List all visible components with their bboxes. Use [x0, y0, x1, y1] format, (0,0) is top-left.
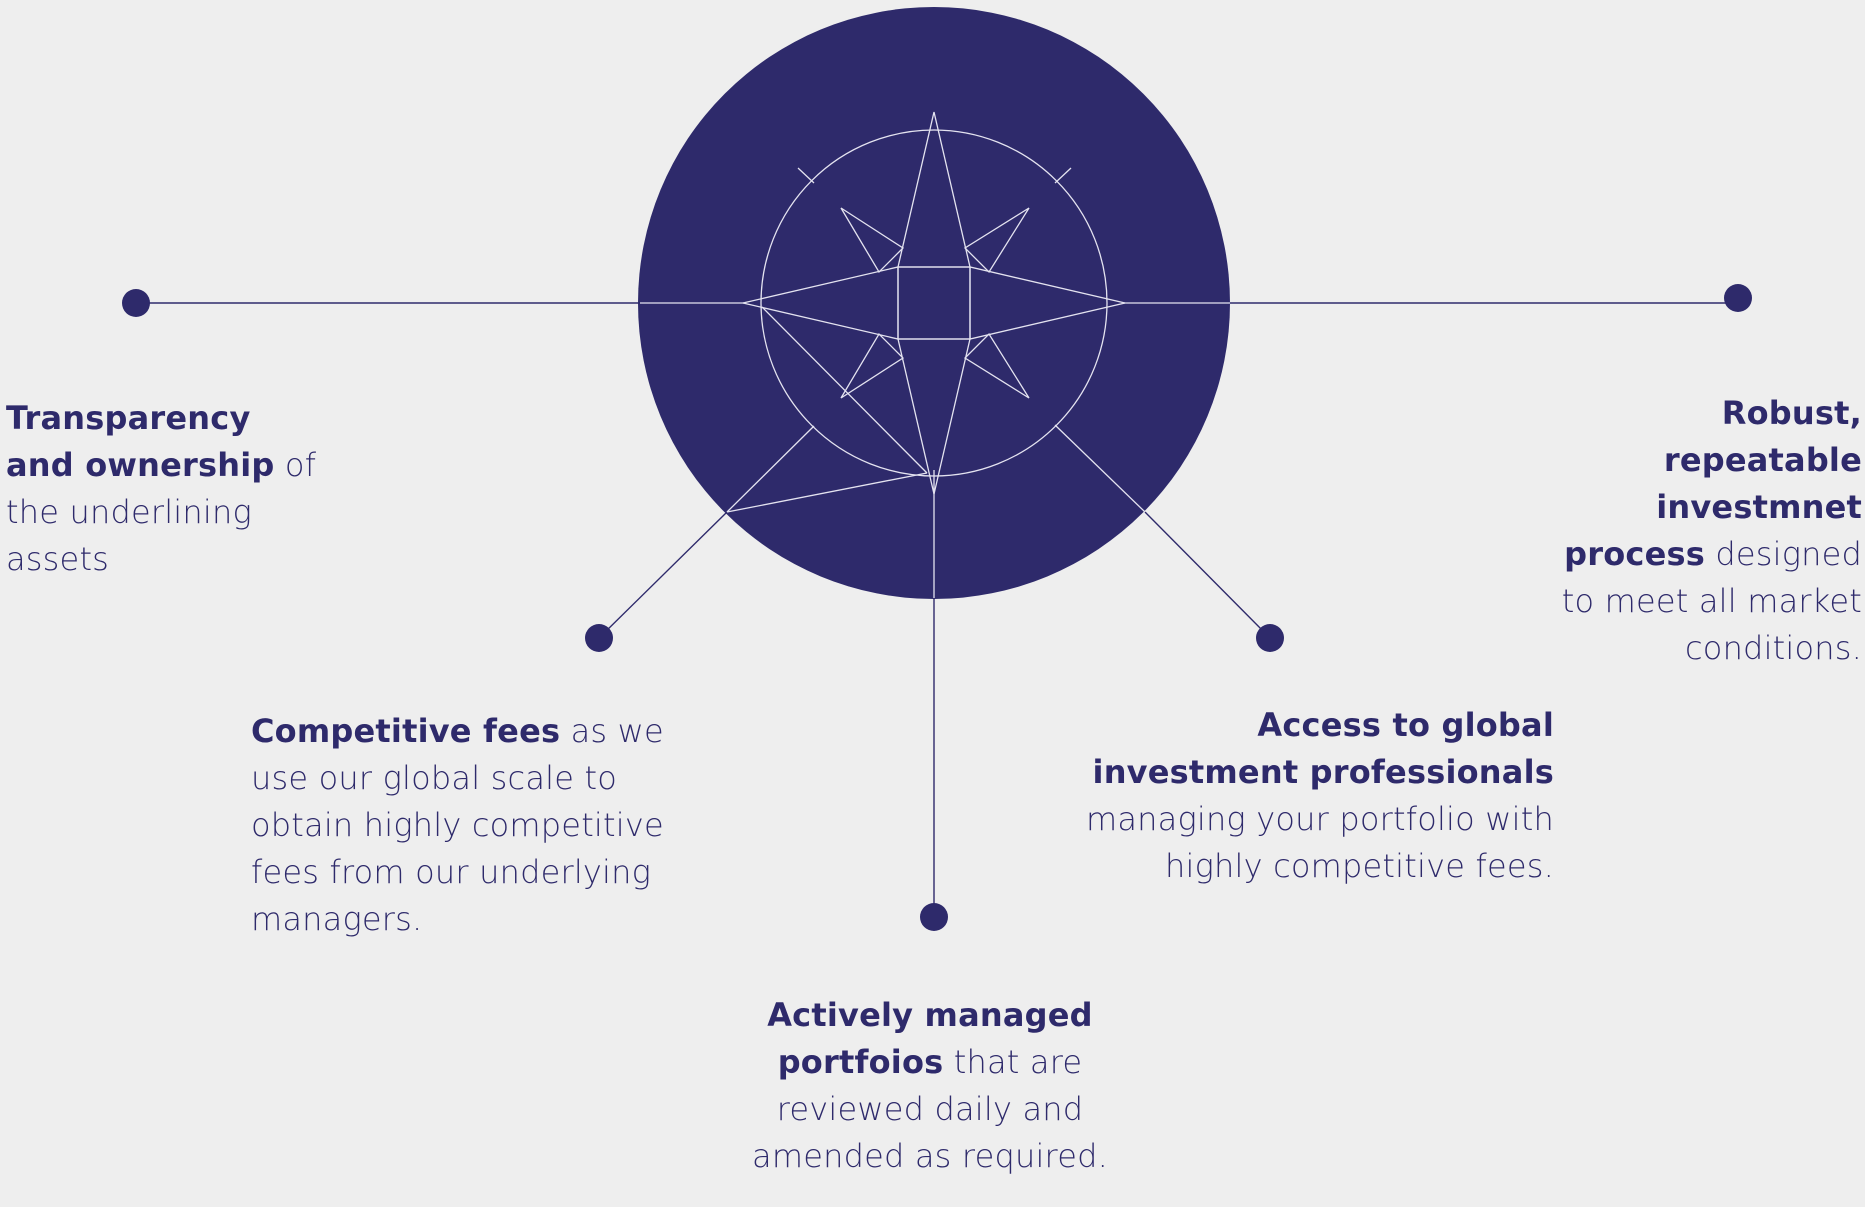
dot-bottom — [920, 903, 948, 931]
caption-active: Actively managed portfoios that are revi… — [700, 992, 1160, 1180]
caption-transparency: Transparency and ownership of the underl… — [6, 395, 326, 583]
compass-rose-icon — [640, 111, 1230, 598]
connector-lower-left — [598, 511, 728, 639]
dot-lower-left — [585, 624, 613, 652]
caption-active-bold: Actively managed portfoios — [767, 996, 1093, 1081]
caption-access: Access to global investment professional… — [1050, 702, 1554, 890]
caption-access-text: managing your portfolio with highly comp… — [1085, 800, 1554, 885]
caption-fees-text: as we use our global scale to obtain hig… — [251, 712, 664, 938]
connector-lower-right — [1144, 511, 1271, 639]
connector-lines — [136, 302, 1738, 916]
caption-transparency-bold: Transparency and ownership — [6, 399, 275, 484]
dot-right — [1724, 284, 1752, 312]
caption-access-bold: Access to global investment professional… — [1092, 706, 1554, 791]
caption-robust: Robust, repeatable investmnet process de… — [1530, 390, 1862, 672]
dot-left — [122, 289, 150, 317]
dot-lower-right — [1256, 624, 1284, 652]
caption-fees-bold: Competitive fees — [251, 712, 561, 750]
caption-robust-bold: Robust, repeatable investmnet process — [1564, 394, 1862, 573]
caption-robust-text: designed to meet all market conditions. — [1561, 535, 1862, 667]
caption-fees: Competitive fees as we use our global sc… — [251, 708, 671, 943]
endpoint-dots — [122, 284, 1752, 931]
caption-active-text: that are reviewed daily and amended as r… — [752, 1043, 1108, 1175]
caption-transparency-text: of the underlining assets — [6, 446, 317, 578]
